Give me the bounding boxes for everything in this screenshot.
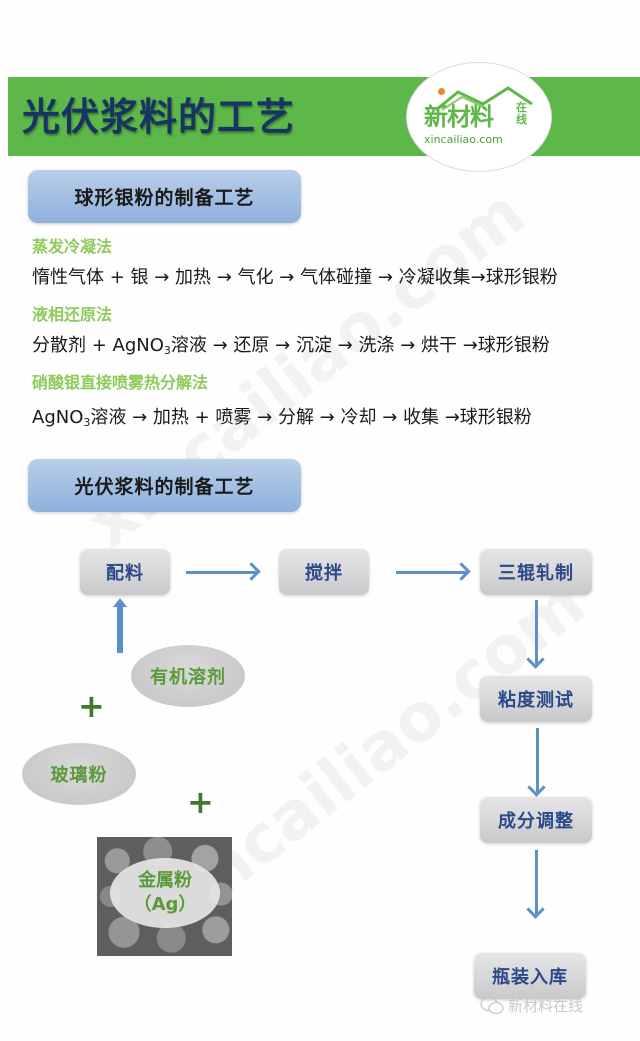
section-heading-silver-powder: 球形银粉的制备工艺 [28,170,301,223]
arrow-up-icon [113,598,127,653]
step-mixing: 搅拌 [279,549,369,595]
flow-text: 溶液 → 还原 → 沉淀 → 洗涤 → 烘干 →球形银粉 [170,335,550,356]
method-title: 硝酸银直接喷雾热分解法 [32,373,209,392]
wechat-watermark: 新材料在线 [480,995,583,1016]
subscript: 3 [163,344,171,357]
ingredient-metal-powder: 金属粉 （Ag） [110,858,220,928]
house-roof-icon [435,86,533,112]
section-heading-label: 光伏浆料的制备工艺 [74,476,255,498]
ingredient-label: 玻璃粉 [50,765,108,786]
logo-badge [406,62,552,172]
section-heading-paste: 光伏浆料的制备工艺 [28,459,301,512]
step-label: 三辊轧制 [498,563,574,584]
step-label: 瓶装入库 [492,967,568,988]
step-batching: 配料 [80,549,170,595]
arrow-down-icon [535,600,538,664]
method-title: 蒸发冷凝法 [32,237,113,256]
plus-icon: + [187,783,214,821]
method-flow: 分散剂 + AgNO3溶液 → 还原 → 沉淀 → 洗涤 → 烘干 →球形银粉 [32,334,550,363]
ingredient-label: 有机溶剂 [150,667,226,688]
step-composition-adjust: 成分调整 [480,797,592,843]
ingredient-sublabel: （Ag） [133,894,197,915]
arrow-down-icon [535,850,538,914]
method-flow: AgNO3溶液 → 加热 + 喷雾 → 分解 → 冷却 → 收集 →球形银粉 [32,406,532,435]
method-flow: 惰性气体 + 银 → 加热 → 气化 → 气体碰撞 → 冷凝收集→球形银粉 [32,267,558,288]
method-title: 液相还原法 [32,305,113,324]
step-label: 成分调整 [498,811,574,832]
logo-text: 新材料 [424,103,494,131]
arrow-right-icon [396,571,466,574]
step-label: 搅拌 [305,563,343,584]
wechat-icon [480,996,504,1014]
arrow-right-icon [186,571,256,574]
wechat-account-label: 新材料在线 [508,997,584,1015]
arrow-down-icon [536,728,539,792]
step-label: 粘度测试 [498,690,574,711]
page-title: 光伏浆料的工艺 [22,95,296,139]
flow-text: AgNO [32,407,84,428]
ingredient-organic-solvent: 有机溶剂 [131,645,245,707]
ingredient-glass-powder: 玻璃粉 [22,743,136,805]
step-three-roll-milling: 三辊轧制 [480,549,592,595]
flow-text: 溶液 → 加热 + 喷雾 → 分解 → 冷却 → 收集 →球形银粉 [90,407,532,428]
logo-side-text: 在线 [516,101,527,126]
sun-dot-icon [438,88,445,95]
step-label: 配料 [106,563,144,584]
logo-url: xincailiao.com [424,133,503,146]
flow-text: 分散剂 + AgNO [32,335,164,356]
subscript: 3 [83,416,91,429]
ingredient-label: 金属粉 [138,870,192,891]
step-bottling: 瓶装入库 [474,953,586,999]
step-viscosity-test: 粘度测试 [480,676,592,722]
section-heading-label: 球形银粉的制备工艺 [74,187,255,209]
plus-icon: + [78,687,105,725]
